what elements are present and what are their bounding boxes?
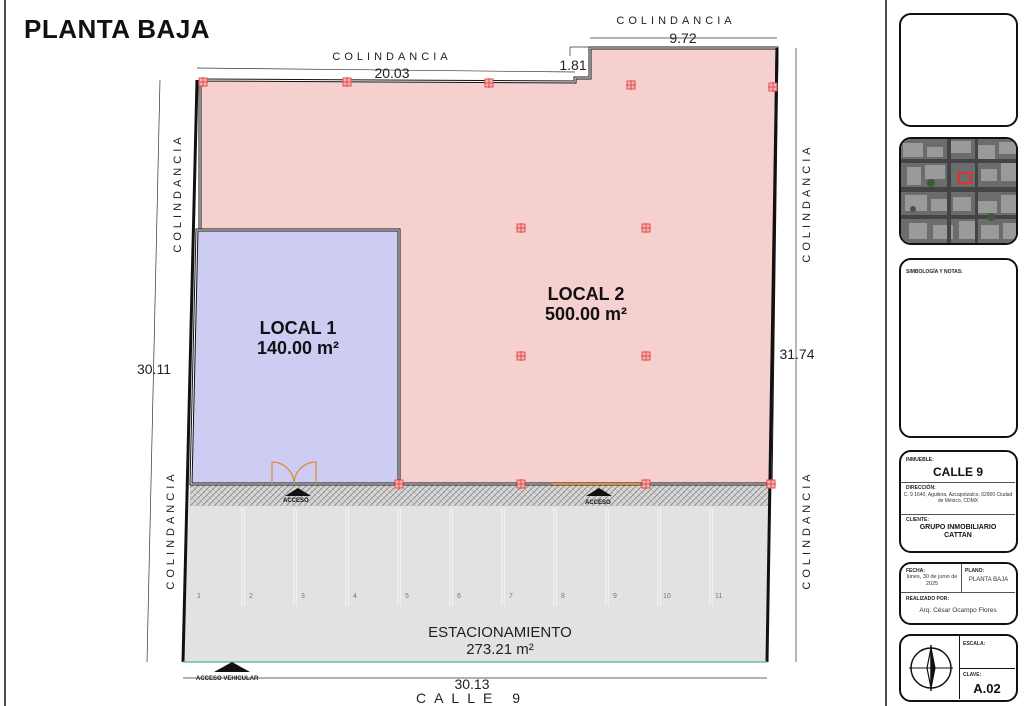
structural-columns bbox=[198, 77, 778, 489]
column-marker bbox=[766, 479, 776, 489]
local-2-area: 500.00 m² bbox=[545, 304, 627, 324]
neighbor-label-right-lower: COLINDANCIA bbox=[801, 470, 813, 589]
clave-value: A.02 bbox=[973, 681, 1001, 696]
project-info-box: INMUEBLE: CALLE 9 DIRECCIÓN: C. 9 1640, … bbox=[899, 450, 1018, 553]
notes-box: SIMBOLOGÍA Y NOTAS: bbox=[899, 258, 1018, 438]
local-2-name: LOCAL 2 bbox=[548, 284, 625, 304]
neighbor-label-left-upper: COLINDANCIA bbox=[172, 133, 184, 252]
plano-label: PLANO: bbox=[965, 568, 985, 574]
vehicular-access-arrow-icon bbox=[214, 662, 250, 672]
stall-number: 9 bbox=[613, 593, 617, 600]
parking-stall-lines bbox=[241, 508, 713, 606]
column-marker bbox=[198, 77, 208, 87]
local-1-name: LOCAL 1 bbox=[260, 318, 337, 338]
stall-number: 10 bbox=[663, 593, 671, 600]
stall-number: 4 bbox=[353, 593, 357, 600]
stall-number: 5 bbox=[405, 593, 409, 600]
local-1-area: 140.00 m² bbox=[257, 338, 339, 358]
column-marker bbox=[641, 479, 651, 489]
dimension-right: 31.74 bbox=[779, 346, 814, 362]
column-marker bbox=[516, 351, 526, 361]
column-marker bbox=[484, 78, 494, 88]
stall-number: 3 bbox=[301, 593, 305, 600]
column-marker bbox=[394, 479, 404, 489]
door-swing-local-1 bbox=[271, 461, 317, 485]
dimension-left: 30.11 bbox=[137, 361, 171, 377]
column-marker bbox=[516, 223, 526, 233]
stall-number: 2 bbox=[249, 593, 253, 600]
cliente-value: GRUPO INMOBILIARIO CATTAN bbox=[919, 524, 997, 539]
scale-key-box: ESCALA: CLAVE: A.02 bbox=[899, 634, 1018, 702]
dimension-top-right: 9.72 bbox=[669, 30, 696, 46]
direccion-value: C. 9 1640, Aguilera, Azcapotzalco, 02900… bbox=[903, 492, 1013, 504]
fecha-value: lunes, 30 de junio de 2025 bbox=[906, 574, 958, 587]
cliente-label: CLIENTE: bbox=[906, 517, 930, 523]
escala-label: ESCALA: bbox=[963, 641, 986, 647]
neighbor-label-top-right: COLINDANCIA bbox=[616, 15, 735, 27]
neighbor-label-right-upper: COLINDANCIA bbox=[801, 143, 813, 262]
inmueble-label: INMUEBLE: bbox=[906, 457, 934, 463]
location-map-box bbox=[899, 137, 1018, 245]
street-label: CALLE 9 bbox=[416, 690, 528, 706]
drawing-info-box: FECHA: lunes, 30 de junio de 2025 PLANO:… bbox=[899, 562, 1018, 625]
realizado-label: REALIZADO POR: bbox=[906, 596, 950, 602]
vehicular-access-label: ACCESO VEHICULAR bbox=[196, 676, 259, 682]
lot-line-right bbox=[765, 47, 779, 663]
stall-number: 11 bbox=[715, 593, 722, 600]
lot-line-left bbox=[181, 79, 199, 663]
access-label-2: ACCESO bbox=[585, 500, 611, 506]
sidewalk-hatch bbox=[190, 484, 770, 506]
stall-number: 6 bbox=[457, 593, 461, 600]
parking-area-value: 273.21 m² bbox=[466, 641, 534, 658]
dimension-top-left: 20.03 bbox=[374, 65, 409, 81]
dimension-top-step: 1.81 bbox=[559, 57, 586, 73]
neighbor-label-left-lower: COLINDANCIA bbox=[165, 470, 177, 589]
column-marker bbox=[768, 82, 778, 92]
realizado-value: Arq. César Ocampo Flores bbox=[919, 607, 997, 614]
access-label-1: ACCESO bbox=[283, 498, 309, 504]
simbologia-label: SIMBOLOGÍA Y NOTAS: bbox=[906, 269, 963, 275]
neighbor-label-top: COLINDANCIA bbox=[332, 51, 451, 63]
stall-number: 7 bbox=[509, 593, 513, 600]
column-marker bbox=[342, 77, 352, 87]
north-arrow-icon bbox=[909, 645, 953, 691]
access-arrow-icon bbox=[285, 488, 311, 496]
dimension-bottom: 30.13 bbox=[454, 676, 489, 692]
stall-number: 8 bbox=[561, 593, 565, 600]
site-marker bbox=[958, 172, 972, 184]
plano-value: PLANTA BAJA bbox=[968, 577, 1009, 583]
plan-title: PLANTA BAJA bbox=[24, 14, 211, 44]
dimension-lines bbox=[146, 37, 797, 679]
aerial-map-image bbox=[901, 139, 1016, 243]
stall-number: 1 bbox=[197, 593, 201, 600]
direccion-label: DIRECCIÓN: bbox=[906, 485, 936, 491]
clave-label: CLAVE: bbox=[963, 672, 982, 678]
inmueble-value: CALLE 9 bbox=[932, 465, 983, 479]
column-marker bbox=[641, 223, 651, 233]
access-arrow-icon bbox=[586, 488, 612, 496]
parking-area bbox=[183, 484, 770, 662]
title-block-logo-box bbox=[899, 13, 1018, 127]
column-marker bbox=[641, 351, 651, 361]
fecha-label: FECHA: bbox=[906, 568, 925, 574]
parking-name: ESTACIONAMIENTO bbox=[428, 624, 572, 641]
column-marker bbox=[516, 479, 526, 489]
column-marker bbox=[626, 80, 636, 90]
